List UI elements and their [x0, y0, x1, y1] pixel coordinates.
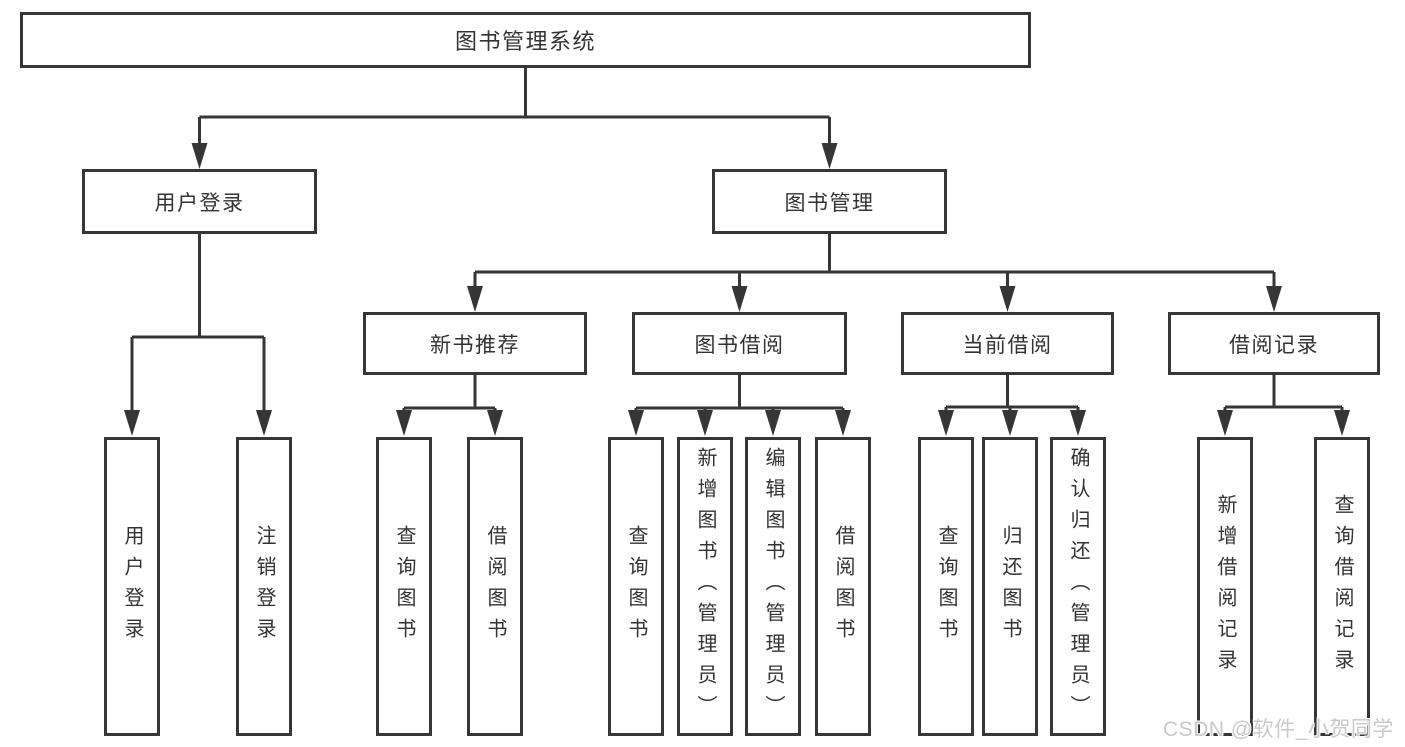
leaf-add-borrow-record-label: 新增借阅记录: [1214, 493, 1236, 680]
node-new-book-recommendation-label: 新书推荐: [430, 333, 520, 357]
edge-book-mgmt-to-level3: [467, 234, 1282, 312]
leaf-query-books-recommendation-label: 查询图书: [393, 524, 415, 649]
node-current-borrowing-label: 当前借阅: [962, 333, 1053, 357]
node-root-system: 图书管理系统: [20, 12, 1031, 68]
leaf-return-books-label: 归还图书: [999, 524, 1021, 649]
node-borrowing-records-label: 借阅记录: [1229, 333, 1319, 357]
leaf-borrow-books-label: 借阅图书: [832, 524, 854, 649]
leaf-query-books-current: 查询图书: [918, 437, 974, 736]
leaf-query-books-borrowing-label: 查询图书: [625, 524, 647, 649]
edge-user-login-to-leaves: [124, 234, 272, 436]
node-book-borrowing: 图书借阅: [632, 312, 847, 375]
leaf-add-books-admin-label: 新增图书（管理员）: [694, 447, 716, 726]
leaf-edit-books-admin-label: 编辑图书（管理员）: [762, 447, 784, 726]
node-new-book-recommendation: 新书推荐: [363, 312, 587, 375]
leaf-borrow-books-recommendation-label: 借阅图书: [484, 524, 506, 649]
edge-book-borrow-to-leaves: [628, 375, 851, 436]
leaf-query-books-recommendation: 查询图书: [376, 437, 432, 736]
leaf-user-login: 用户登录: [104, 437, 160, 736]
leaf-confirm-return-admin-label: 确认归还（管理员）: [1067, 447, 1089, 726]
leaf-user-login-label: 用户登录: [121, 524, 143, 649]
leaf-confirm-return-admin: 确认归还（管理员）: [1050, 437, 1106, 736]
node-borrowing-records: 借阅记录: [1168, 312, 1380, 375]
node-current-borrowing: 当前借阅: [901, 312, 1114, 375]
edge-root-to-level2: [191, 68, 838, 169]
csdn-watermark: CSDN @软件_小贺同学: [1163, 718, 1394, 741]
leaf-query-books-borrowing: 查询图书: [608, 437, 664, 736]
leaf-query-borrow-record: 查询借阅记录: [1314, 437, 1370, 736]
edge-new-book-rec-to-leaves: [396, 375, 503, 436]
leaf-add-books-admin: 新增图书（管理员）: [677, 437, 733, 736]
node-root-label: 图书管理系统: [454, 29, 596, 54]
leaf-query-books-current-label: 查询图书: [935, 524, 957, 649]
leaf-add-borrow-record: 新增借阅记录: [1197, 437, 1253, 736]
leaf-logout: 注销登录: [236, 437, 292, 736]
node-user-login-label: 用户登录: [154, 191, 245, 215]
leaf-return-books: 归还图书: [982, 437, 1038, 736]
leaf-edit-books-admin: 编辑图书（管理员）: [745, 437, 801, 736]
node-user-login: 用户登录: [82, 169, 317, 234]
edge-current-borrow-to-leaves: [938, 375, 1086, 436]
leaf-logout-label: 注销登录: [253, 524, 275, 649]
leaf-borrow-books-recommendation: 借阅图书: [467, 437, 523, 736]
node-book-management-label: 图书管理: [784, 191, 875, 215]
node-book-management: 图书管理: [712, 169, 947, 234]
leaf-borrow-books: 借阅图书: [815, 437, 871, 736]
leaf-query-borrow-record-label: 查询借阅记录: [1331, 493, 1353, 680]
edge-borrow-record-to-leaves: [1217, 375, 1350, 436]
node-book-borrowing-label: 图书借阅: [694, 333, 785, 357]
